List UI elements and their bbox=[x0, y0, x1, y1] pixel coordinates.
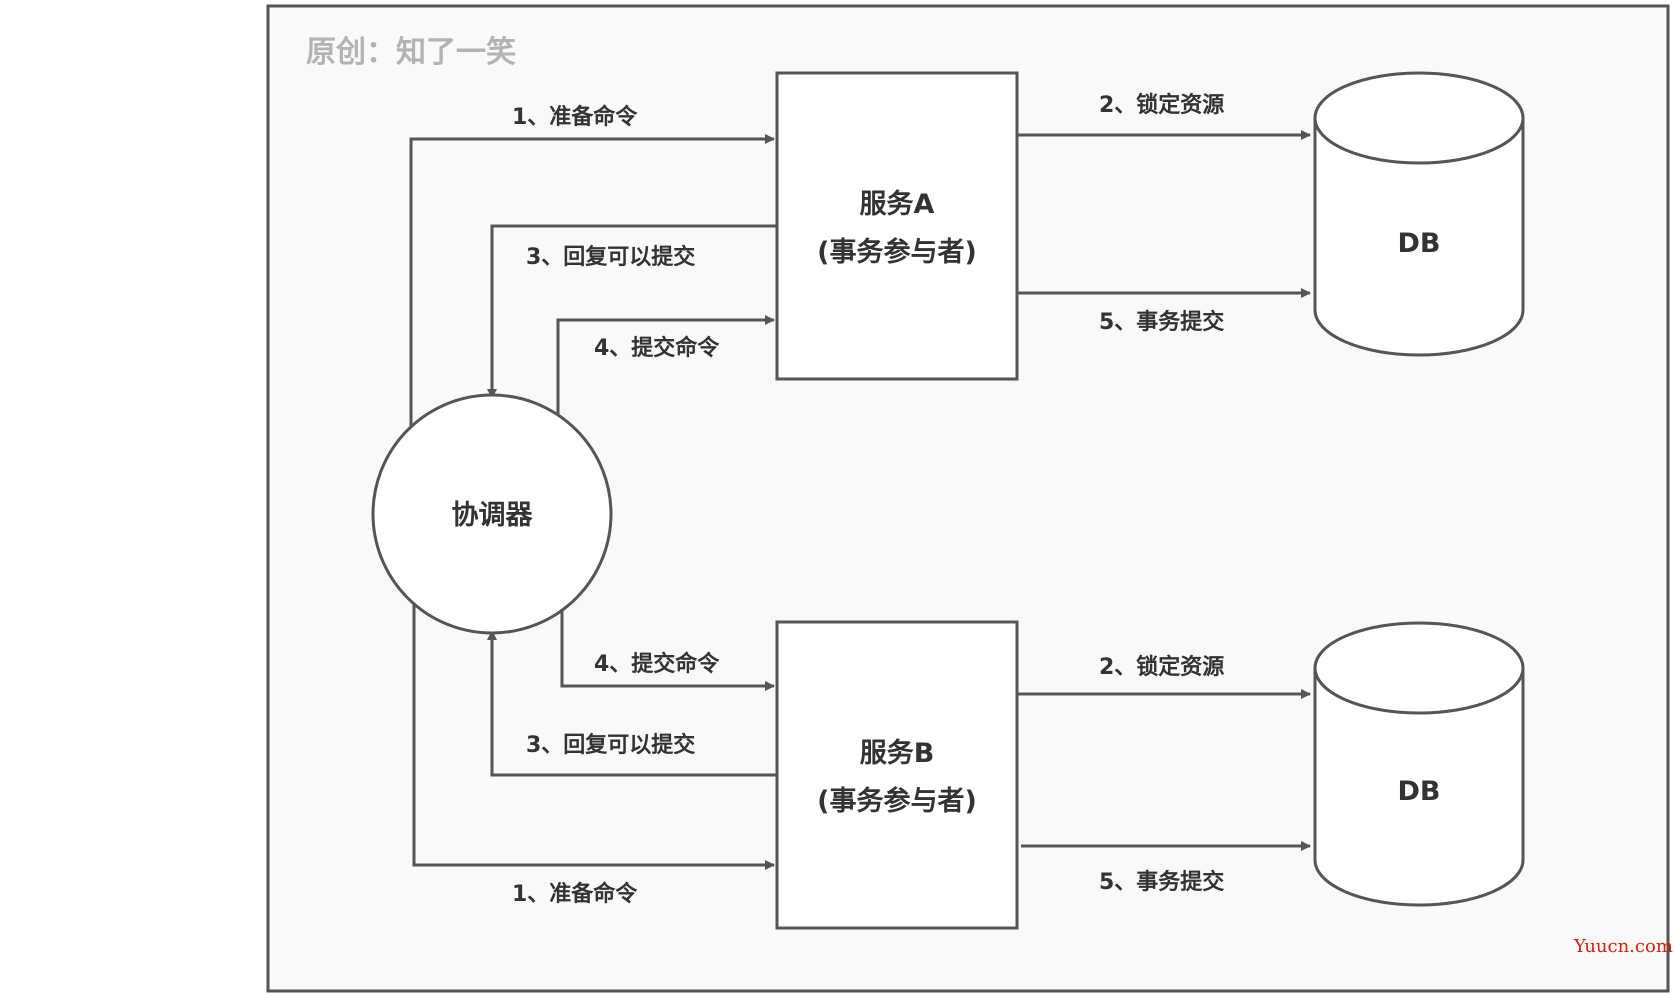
service-a-subtitle: (事务参与者) bbox=[817, 236, 977, 268]
db-a-cylinder: DB bbox=[1313, 71, 1525, 357]
label-a-tx-commit: 5、事务提交 bbox=[1099, 309, 1224, 335]
edge-b-reply bbox=[487, 630, 777, 777]
label-a-reply: 3、回复可以提交 bbox=[526, 244, 695, 270]
credit-text: 原创：知了一笑 bbox=[306, 35, 516, 70]
label-b-tx-commit: 5、事务提交 bbox=[1099, 869, 1224, 895]
edge-b-prepare bbox=[412, 605, 775, 870]
db-b-cylinder: DB bbox=[1313, 621, 1525, 907]
db-a-label: DB bbox=[1398, 228, 1441, 259]
label-a-prepare: 1、准备命令 bbox=[512, 104, 638, 130]
label-b-reply: 3、回复可以提交 bbox=[526, 732, 695, 758]
label-a-lock: 2、锁定资源 bbox=[1099, 92, 1224, 118]
service-b-subtitle: (事务参与者) bbox=[817, 785, 977, 817]
service-a-title: 服务A bbox=[860, 189, 935, 220]
service-b-title: 服务B bbox=[860, 738, 935, 769]
label-b-prepare: 1、准备命令 bbox=[512, 881, 638, 907]
edge-a-prepare bbox=[409, 134, 775, 428]
service-b-node: 服务B (事务参与者) bbox=[775, 620, 1019, 930]
label-a-commit: 4、提交命令 bbox=[594, 335, 720, 361]
service-a-node: 服务A (事务参与者) bbox=[775, 71, 1019, 381]
edge-a-commit bbox=[556, 315, 775, 416]
label-b-lock: 2、锁定资源 bbox=[1099, 654, 1224, 680]
edge-a-reply bbox=[487, 224, 777, 399]
coordinator-label: 协调器 bbox=[452, 500, 534, 531]
edge-b-commit bbox=[560, 608, 775, 691]
db-b-label: DB bbox=[1398, 776, 1441, 807]
coordinator-node: 协调器 bbox=[371, 393, 613, 635]
label-b-commit: 4、提交命令 bbox=[594, 651, 720, 677]
watermark-text: Yuucn.com bbox=[1573, 936, 1673, 957]
